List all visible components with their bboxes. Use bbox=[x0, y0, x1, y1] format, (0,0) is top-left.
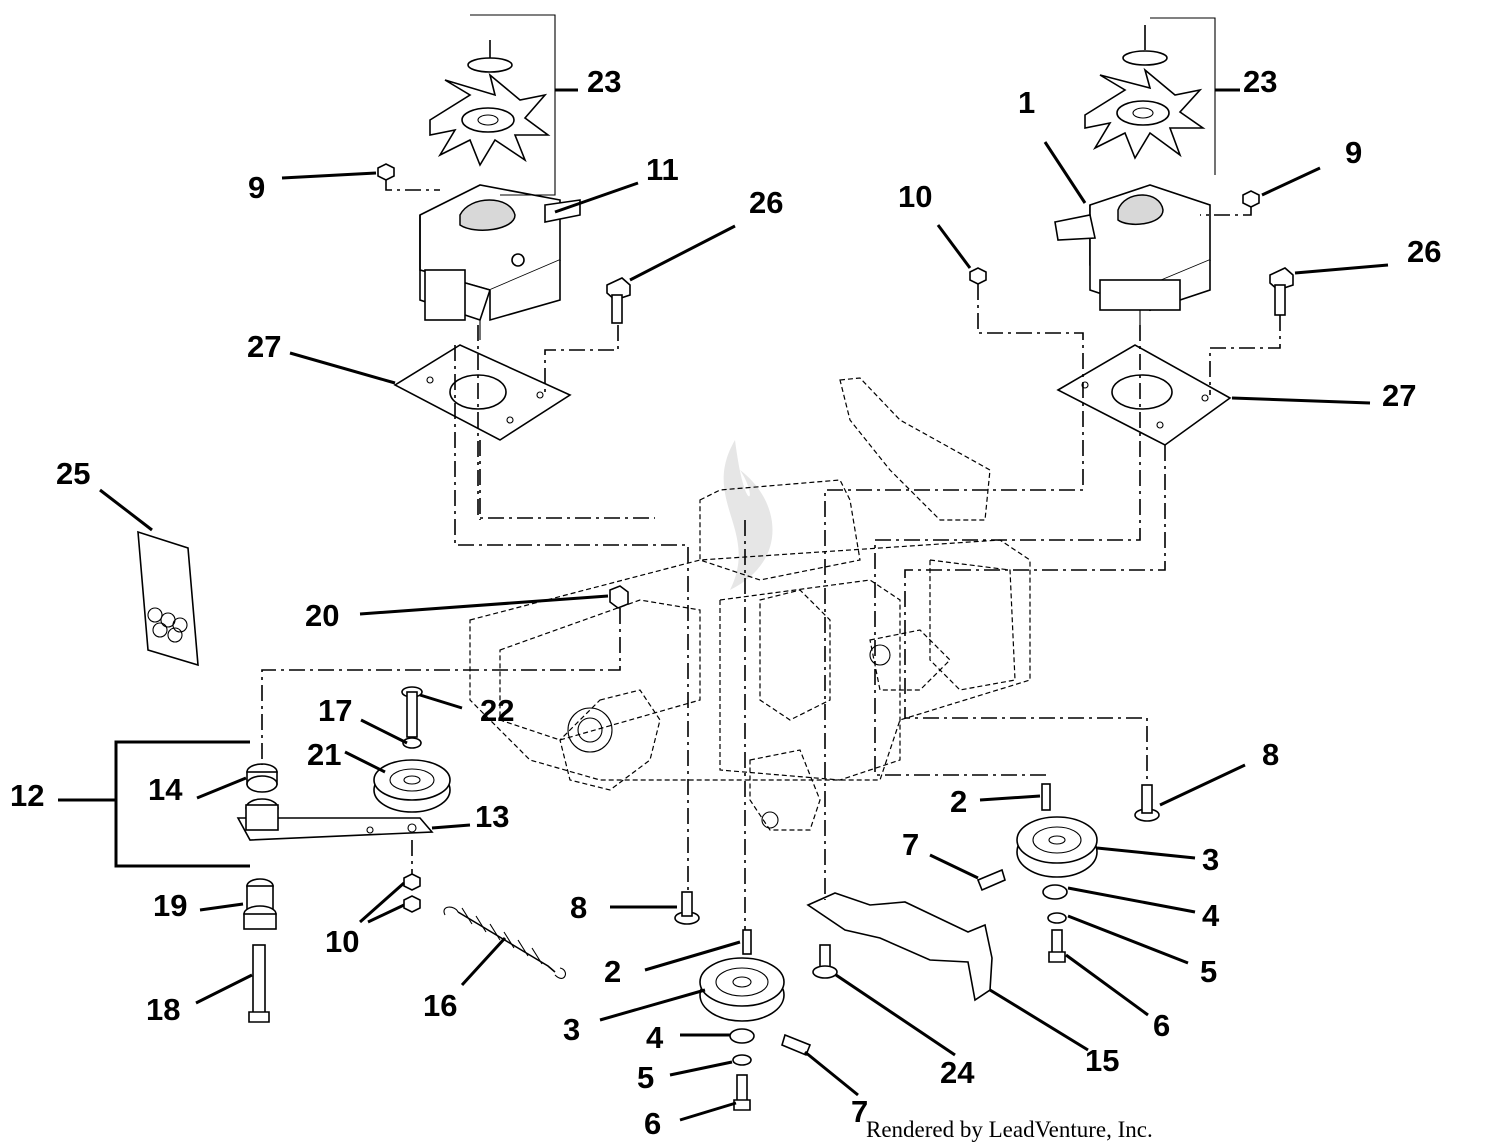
callout-23-left: 23 bbox=[587, 64, 621, 99]
spring-16 bbox=[443, 906, 566, 979]
callout-10-upper: 10 bbox=[898, 179, 932, 214]
bolt-8-right bbox=[1134, 784, 1160, 822]
bracket-23-right bbox=[1150, 17, 1216, 175]
bolt-7-left bbox=[781, 1033, 812, 1057]
callout-27-left: 27 bbox=[247, 329, 281, 364]
mower-frame bbox=[469, 377, 1031, 831]
callout-5-left: 5 bbox=[637, 1060, 654, 1095]
key-2-right bbox=[1041, 783, 1051, 811]
right-mounting-plate bbox=[1056, 344, 1232, 446]
callout-24: 24 bbox=[940, 1055, 975, 1090]
right-cooling-fan bbox=[1084, 25, 1206, 160]
bushing-14 bbox=[246, 763, 278, 793]
washer-5-right bbox=[1047, 912, 1067, 924]
callout-9-right: 9 bbox=[1345, 135, 1362, 170]
bracket-12 bbox=[114, 740, 250, 868]
left-hydro-transmission bbox=[419, 184, 581, 340]
callout-1: 1 bbox=[1018, 85, 1035, 120]
callout-5-right: 5 bbox=[1200, 954, 1217, 989]
callout-14: 14 bbox=[148, 772, 183, 807]
callout-6-left: 6 bbox=[644, 1106, 661, 1141]
nut-20 bbox=[609, 585, 629, 609]
bracket-15 bbox=[806, 892, 993, 1002]
callout-11: 11 bbox=[646, 152, 679, 187]
left-bolt-26 bbox=[606, 277, 631, 324]
spacer-4-right bbox=[1042, 884, 1068, 900]
bolt-22 bbox=[401, 686, 423, 738]
spacer-19 bbox=[243, 878, 277, 930]
washer-17 bbox=[402, 737, 422, 749]
bolt-18 bbox=[248, 944, 270, 1023]
callout-2-right: 2 bbox=[950, 784, 967, 819]
callout-20: 20 bbox=[305, 598, 339, 633]
callout-6-right: 6 bbox=[1153, 1008, 1170, 1043]
callout-15: 15 bbox=[1085, 1043, 1119, 1078]
leader-lines bbox=[58, 141, 1389, 1122]
bolt-24 bbox=[812, 944, 838, 979]
callout-19: 19 bbox=[153, 888, 187, 923]
callout-3-right: 3 bbox=[1202, 842, 1219, 877]
callout-7-right: 7 bbox=[902, 827, 919, 862]
callout-23-right: 23 bbox=[1243, 64, 1277, 99]
callout-8-left: 8 bbox=[570, 890, 587, 925]
nuts-10-left bbox=[403, 873, 421, 913]
watermark-logo bbox=[723, 440, 773, 590]
callout-25: 25 bbox=[56, 456, 90, 491]
callout-16: 16 bbox=[423, 988, 457, 1023]
right-nut-10 bbox=[969, 267, 987, 285]
left-cooling-fan bbox=[429, 40, 551, 167]
pulley-3-right bbox=[1016, 816, 1098, 878]
bolt-7-right bbox=[976, 868, 1006, 892]
spacer-4-left bbox=[729, 1028, 755, 1044]
callout-17: 17 bbox=[318, 693, 352, 728]
pulley-3-left bbox=[699, 957, 785, 1022]
left-mounting-plate bbox=[393, 344, 572, 441]
washer-5-left bbox=[732, 1054, 752, 1066]
callout-27-right: 27 bbox=[1382, 378, 1416, 413]
decal-sheet bbox=[137, 530, 199, 667]
callout-22: 22 bbox=[480, 693, 514, 728]
callout-2-left: 2 bbox=[604, 954, 621, 989]
left-nut-9 bbox=[377, 163, 395, 181]
callout-21: 21 bbox=[307, 737, 341, 772]
callout-10-lower: 10 bbox=[325, 924, 359, 959]
callout-13: 13 bbox=[475, 799, 509, 834]
assembly-routes bbox=[261, 180, 1281, 930]
right-nut-9 bbox=[1242, 190, 1260, 208]
bolt-6-left bbox=[733, 1074, 751, 1111]
callout-4-left: 4 bbox=[646, 1020, 664, 1055]
right-bolt-26 bbox=[1269, 267, 1294, 316]
callout-labels: 23 23 1 9 9 11 26 26 10 27 27 25 20 17 2… bbox=[10, 64, 1441, 1141]
idler-arm bbox=[236, 798, 434, 841]
callout-4-right: 4 bbox=[1202, 898, 1220, 933]
callout-8-right: 8 bbox=[1262, 737, 1279, 772]
bracket-23-left bbox=[470, 14, 556, 196]
key-2-left bbox=[742, 929, 752, 955]
right-hydro-transmission bbox=[1054, 184, 1211, 325]
callout-3-left: 3 bbox=[563, 1012, 580, 1047]
callout-12: 12 bbox=[10, 778, 44, 813]
callout-7-left: 7 bbox=[851, 1094, 868, 1129]
idler-pulley-21 bbox=[373, 759, 451, 813]
bolt-6-right bbox=[1048, 929, 1066, 963]
callout-26-left: 26 bbox=[749, 185, 783, 220]
bolt-8-left bbox=[674, 891, 700, 925]
callout-18: 18 bbox=[146, 992, 180, 1027]
callout-9-left: 9 bbox=[248, 170, 265, 205]
render-credit: Rendered by LeadVenture, Inc. bbox=[866, 1117, 1153, 1142]
callout-26-right: 26 bbox=[1407, 234, 1441, 269]
